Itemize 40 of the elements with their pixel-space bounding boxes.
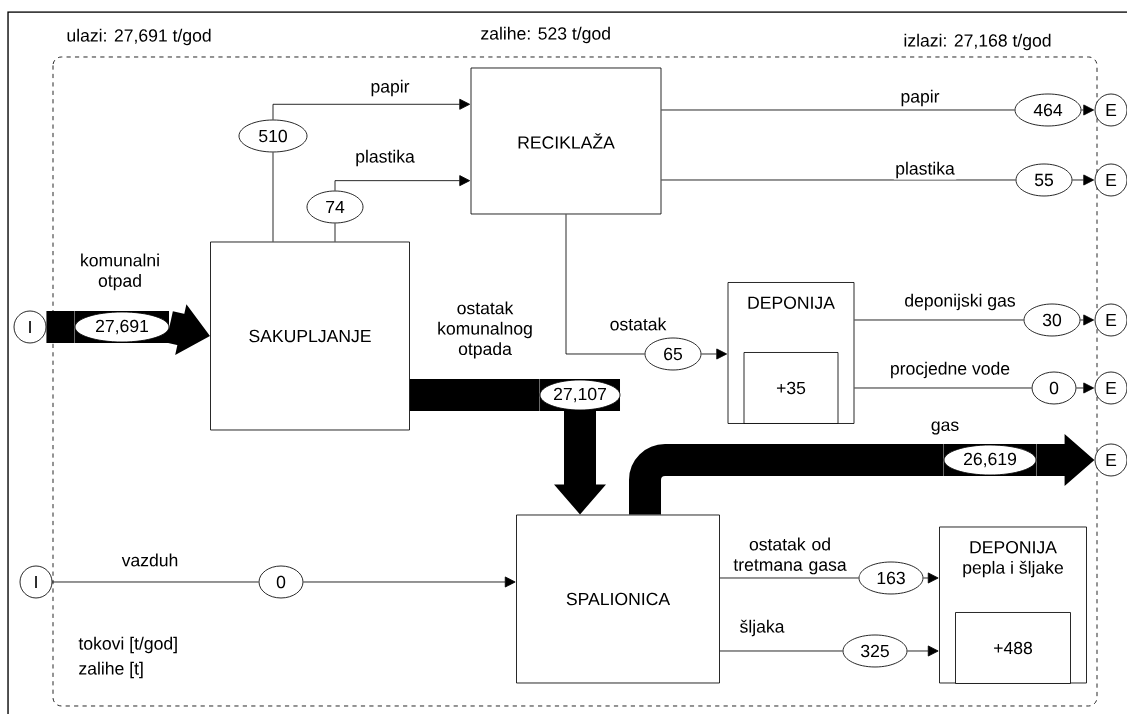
- arrow: [907, 645, 939, 657]
- arrow: [923, 572, 939, 584]
- note-text: zalihe [t]: [79, 661, 143, 679]
- edge-label: vazduh: [120, 552, 180, 568]
- arrow: [1081, 104, 1095, 116]
- node-label: E: [1106, 381, 1117, 395]
- note-text: tokovi [t/god]: [78, 636, 177, 654]
- edge-label: komunalni otpad: [72, 252, 168, 292]
- edge-label: papir: [369, 78, 411, 98]
- process-box: RECIKLAŽA: [470, 67, 662, 215]
- edge-label: gas: [929, 420, 961, 436]
- stock-box: +35: [743, 352, 839, 424]
- stock-box: +488: [955, 612, 1071, 684]
- edge-label: ostatak od tretmana gasa: [720, 536, 860, 576]
- process-box: SPALIONICA: [516, 514, 720, 684]
- edge-label: papir: [899, 88, 941, 108]
- flow-band: [46, 311, 75, 343]
- arrow: [1072, 174, 1095, 186]
- arrow: [1080, 314, 1095, 326]
- node-label: E: [1106, 173, 1117, 187]
- edge-label: procjedne vode: [888, 360, 1012, 380]
- arrow: [334, 175, 471, 191]
- arrow: [272, 98, 471, 120]
- arrow: [1076, 382, 1095, 394]
- edge-label: šljaka: [738, 618, 786, 638]
- process-box: SAKUPLJANJE: [210, 241, 410, 431]
- note-text: ulazi: 27,691 t/god: [67, 28, 211, 46]
- flow-band: [409, 379, 540, 411]
- note-text: izlazi: 27,168 t/god: [904, 33, 1051, 51]
- note-text: zalihe: 523 t/god: [481, 26, 610, 44]
- edge-label: ostatak komunalnog otpada: [417, 300, 553, 360]
- node-label: E: [1106, 103, 1117, 117]
- arrow: [701, 348, 728, 360]
- edge-label: ostatak: [608, 316, 668, 332]
- edge-label: plastika: [353, 148, 417, 168]
- node-label: E: [1106, 313, 1117, 327]
- arrow: [303, 576, 516, 588]
- edge-label: plastika: [893, 160, 957, 180]
- node-label: E: [1106, 453, 1117, 467]
- edge-label: deponijski gas: [902, 292, 1018, 312]
